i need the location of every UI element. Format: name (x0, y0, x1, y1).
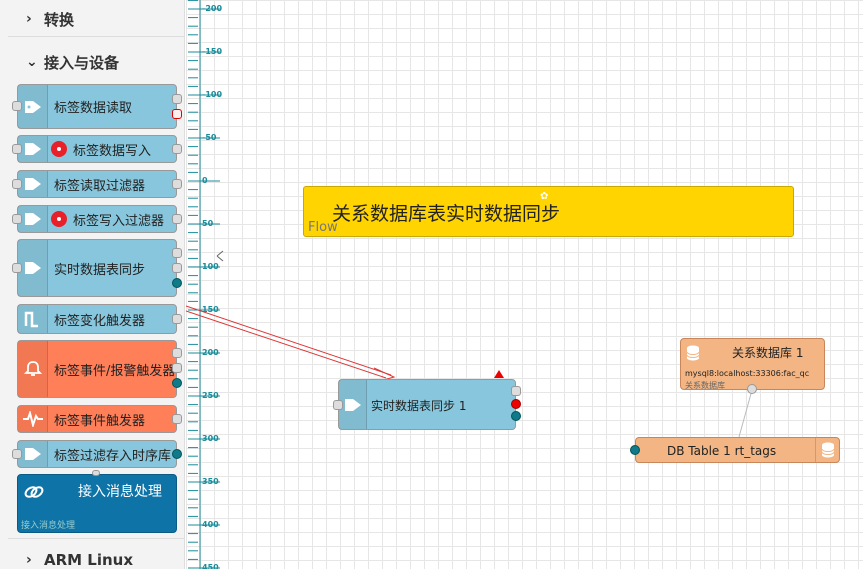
node-palette: › 转换 ⌄ 接入与设备 标签数据读取 标签数据写入 标签读取过滤器 标签写入过… (0, 0, 185, 569)
chevron-right-icon: › (26, 552, 32, 568)
ruler-label: 400 (202, 520, 219, 529)
wires (186, 250, 753, 438)
ruler-label: -200 (202, 4, 223, 13)
node-label: 标签写入过滤器 (73, 213, 165, 229)
heartbeat-icon (18, 406, 48, 432)
ruler-label: 150 (202, 305, 219, 314)
palette-node-tag-read[interactable]: 标签数据读取 (17, 84, 177, 129)
link-icon (23, 483, 45, 505)
tag-icon (18, 441, 48, 467)
node-label: 标签事件/报警触发器 (54, 363, 176, 379)
target-icon (51, 141, 67, 157)
sprout-icon: ✿ (540, 191, 549, 202)
category-access-devices[interactable]: ⌄ 接入与设备 (8, 45, 184, 79)
palette-node-tag-alarm-trigger[interactable]: 标签事件/报警触发器 (17, 340, 177, 398)
ruler-label: 300 (202, 434, 219, 443)
category-transform[interactable]: › 转换 (8, 2, 184, 36)
chevron-down-icon: ⌄ (26, 54, 38, 70)
tag-icon (18, 171, 48, 197)
db-title: 关系数据库 1 (732, 346, 804, 360)
sync-node[interactable]: 实时数据表同步 1 (338, 379, 516, 430)
flow-canvas[interactable]: -200 -150 -100 -50 0 50 100 150 200 250 300 350 400 4… (186, 0, 863, 569)
chevron-right-icon: › (26, 11, 32, 27)
ruler-label: 350 (202, 477, 219, 486)
palette-node-tag-change-trigger[interactable]: 标签变化触发器 (17, 304, 177, 334)
ruler-label: 100 (202, 262, 219, 271)
database-node[interactable]: 关系数据库 1 mysql8:localhost:33306:fac_qc 关系… (680, 338, 825, 390)
category-arm-linux[interactable]: › ARM Linux (8, 543, 184, 569)
node-label: 实时数据表同步 (54, 262, 146, 278)
node-label: 标签变化触发器 (54, 313, 146, 329)
node-label: 标签事件触发器 (54, 413, 146, 429)
db-table-node[interactable]: DB Table 1 rt_tags (635, 437, 840, 463)
tag-icon (18, 206, 48, 232)
tag-icon (339, 380, 367, 429)
ruler-label: 0 (202, 176, 208, 185)
pulse-icon (18, 305, 48, 333)
node-label: 标签数据写入 (73, 143, 152, 159)
flow-tag: Flow (308, 220, 338, 235)
db-connection: mysql8:localhost:33306:fac_qc (685, 369, 810, 378)
palette-node-access-message[interactable]: 接入消息处理 接入消息处理 (17, 474, 177, 533)
palette-node-tag-write-filter[interactable]: 标签写入过滤器 (17, 205, 177, 233)
tag-icon (18, 85, 48, 128)
node-label: 标签过滤存入时序库 (54, 448, 172, 464)
ruler-label: 200 (202, 348, 219, 357)
node-label: DB Table 1 rt_tags (667, 444, 777, 458)
node-label: 标签数据读取 (54, 101, 133, 116)
category-label: ARM Linux (44, 551, 134, 569)
ruler-label: -50 (202, 133, 217, 142)
db-sublabel: 关系数据库 (685, 381, 725, 390)
bell-icon (18, 341, 48, 397)
vertical-ruler (188, 0, 220, 569)
tag-icon (18, 240, 48, 296)
flow-group[interactable]: 关系数据库表实时数据同步 Flow ✿ (303, 186, 794, 237)
palette-node-tag-filter-store[interactable]: 标签过滤存入时序库 (17, 440, 177, 468)
ruler-label: 250 (202, 391, 219, 400)
ruler-label: -100 (202, 90, 223, 99)
category-label: 转换 (44, 10, 75, 29)
target-icon (51, 211, 67, 227)
node-sublabel: 接入消息处理 (21, 521, 76, 531)
palette-node-tag-event-trigger[interactable]: 标签事件触发器 (17, 405, 177, 433)
palette-node-tag-write[interactable]: 标签数据写入 (17, 135, 177, 163)
palette-node-realtime-sync[interactable]: 实时数据表同步 (17, 239, 177, 297)
node-label: 接入消息处理 (78, 484, 162, 500)
ruler-label: 450 (202, 563, 219, 569)
database-icon (686, 345, 700, 365)
node-label: 实时数据表同步 1 (371, 399, 467, 413)
category-label: 接入与设备 (44, 53, 120, 72)
ruler-label: 50 (202, 219, 214, 228)
warning-triangle-icon (494, 370, 504, 378)
database-icon (815, 438, 839, 462)
node-label: 标签读取过滤器 (54, 178, 146, 194)
palette-node-tag-read-filter[interactable]: 标签读取过滤器 (17, 170, 177, 198)
ruler-label: -150 (202, 47, 223, 56)
tag-icon (18, 136, 48, 162)
flow-title: 关系数据库表实时数据同步 (332, 203, 561, 225)
